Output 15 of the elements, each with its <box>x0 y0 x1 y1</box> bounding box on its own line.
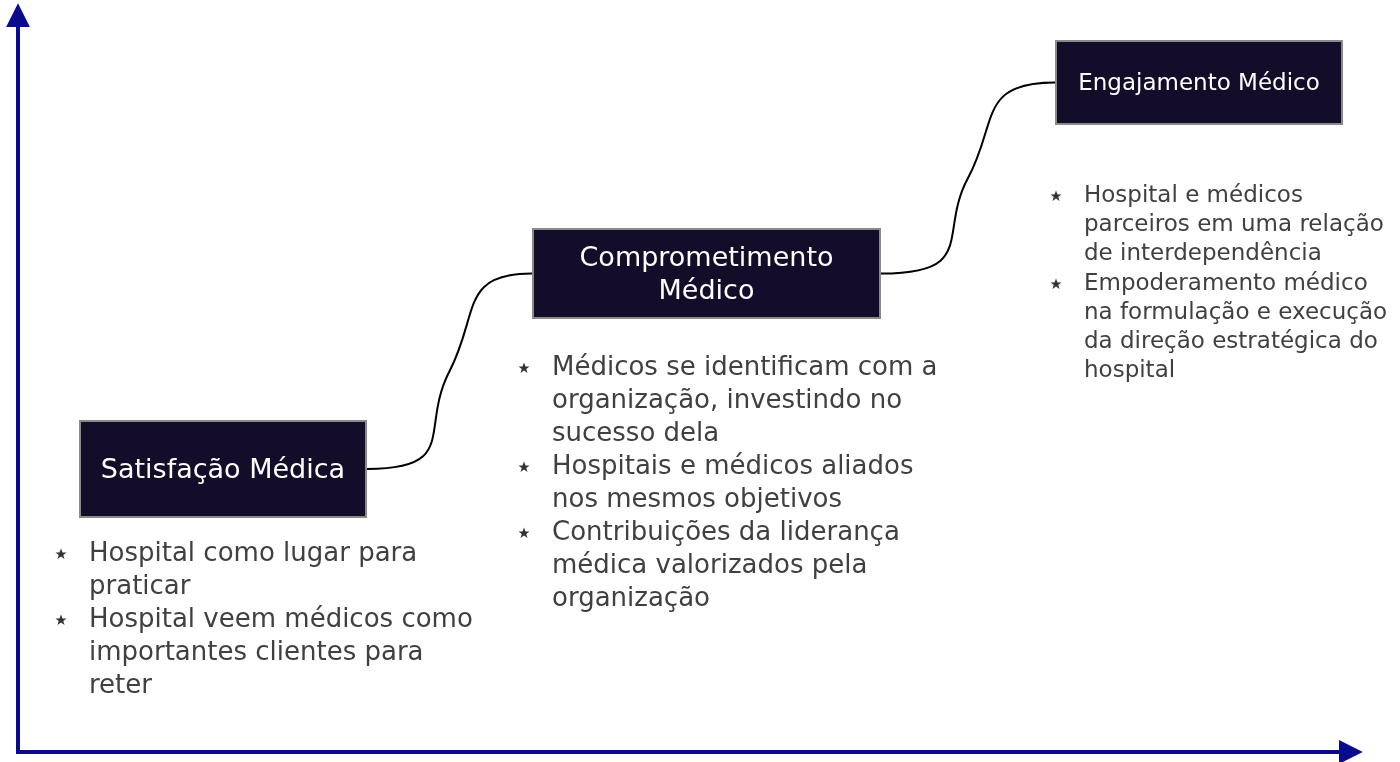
connector-curve <box>366 272 533 470</box>
stage-title: Satisfação Médica <box>100 452 346 486</box>
bullet-text: Hospitais e médicos aliados nos mesmos objetivos <box>552 450 914 514</box>
stage-title: Engajamento Médico <box>1078 68 1320 97</box>
bullet-text: Hospital veem médicos como importantes clientes para reter <box>89 603 473 700</box>
connector-curve <box>880 81 1056 275</box>
stage-box <box>79 420 367 518</box>
stage-title: Comprometimento Médico <box>578 241 835 306</box>
bullet-text: Contribuições da liderança médica valorizados pela organização <box>552 516 900 613</box>
bullet-text: Hospital e médicos parceiros em uma relação de interdependência <box>1084 181 1384 266</box>
bullet-text: Hospital como lugar para praticar <box>89 537 418 600</box>
bullet-text: Médicos se identificam com a organização, investindo no sucesso dela <box>552 351 938 448</box>
bullet-text: Empoderamento médico na formulação e execução da direção estratégica do hospital <box>1084 268 1388 383</box>
stage-box <box>532 228 881 319</box>
stage-box <box>1055 40 1343 125</box>
